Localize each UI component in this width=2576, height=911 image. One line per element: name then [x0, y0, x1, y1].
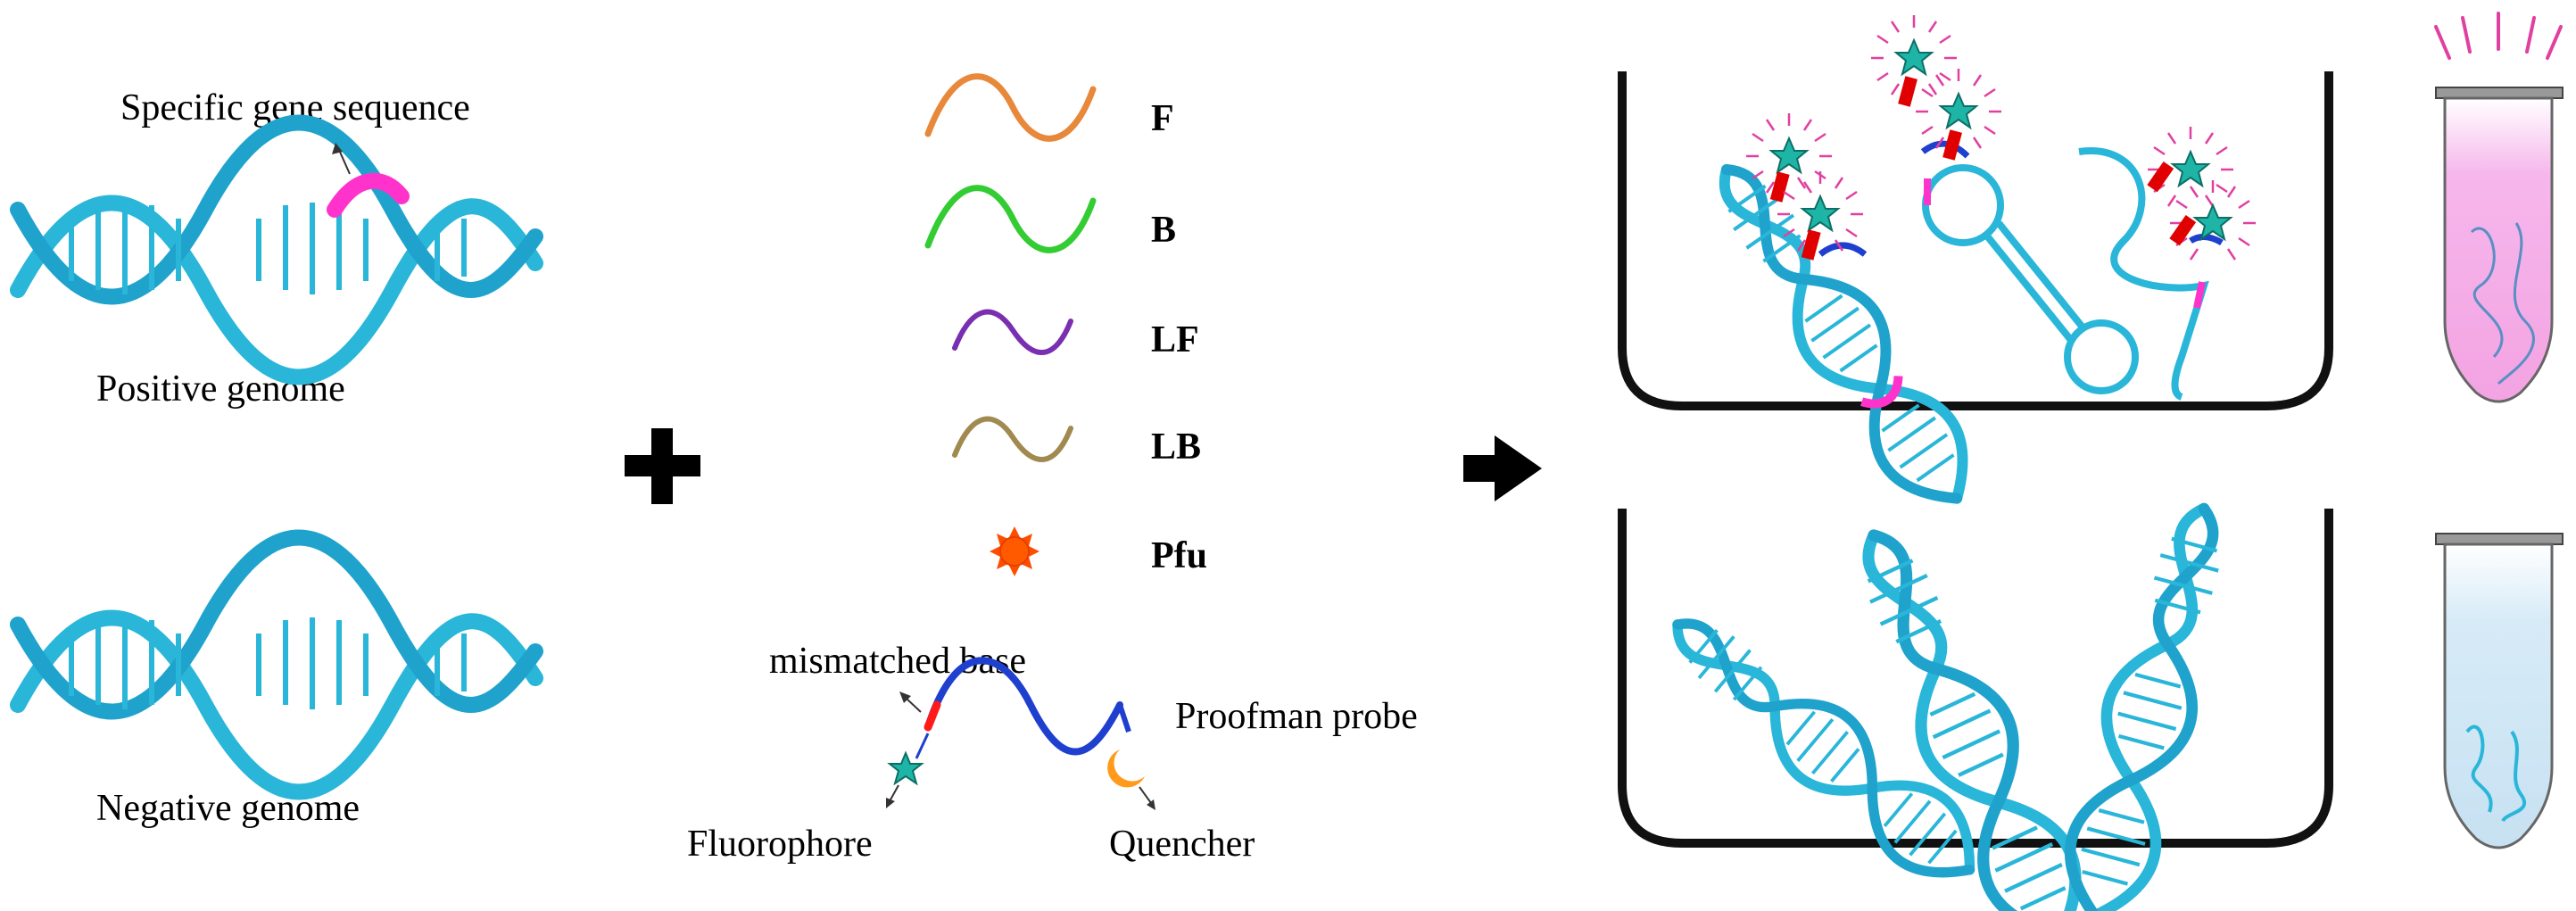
- released-fluorophore-3-icon: [1744, 112, 1834, 203]
- primer-lb-icon: [952, 416, 1073, 462]
- plus-icon: [625, 428, 700, 504]
- gene-pointer-arrow-icon: [332, 143, 351, 175]
- positive-dna-helix-icon: [1694, 146, 1990, 521]
- primer-lb-label: LB: [1151, 427, 1202, 468]
- probe-arc-icon: [1818, 242, 1868, 257]
- released-fluorophore-2-icon: [1914, 67, 2003, 161]
- positive-beaker-icon: [1618, 71, 2333, 410]
- primer-f-icon: [924, 73, 1097, 142]
- pfu-enzyme-icon: [990, 526, 1040, 576]
- fluorophore-label: Fluorophore: [687, 824, 873, 865]
- positive-genome-dna-icon: [18, 123, 535, 377]
- open-strand-icon: [2078, 147, 2224, 401]
- proofman-probe-label: Proofman probe: [1175, 696, 1418, 737]
- quencher-label: Quencher: [1109, 824, 1255, 865]
- negative-beaker-icon: [1618, 509, 2333, 848]
- star-fluorophore-icon: [886, 733, 930, 808]
- hairpin-loop-icon: [1920, 140, 2139, 394]
- quencher-moon-icon: [1107, 750, 1155, 810]
- primer-b-label: B: [1151, 210, 1177, 251]
- released-fluorophore-6-icon: [2168, 178, 2257, 261]
- proofman-probe-icon: [924, 657, 1131, 756]
- pfu-label: Pfu: [1151, 535, 1207, 576]
- mismatch-pointer-arrow-icon: [899, 692, 922, 713]
- positive-tube-icon: [2434, 12, 2564, 403]
- negative-tube-icon: [2435, 533, 2564, 849]
- negative-genome-dna-icon: [18, 538, 535, 792]
- released-fluorophore-5-icon: [2146, 125, 2235, 208]
- negative-dna-helix-3-icon: [2054, 498, 2245, 911]
- primer-lf-label: LF: [1151, 319, 1199, 360]
- released-fluorophore-1-icon: [1869, 13, 1959, 107]
- primer-f-label: F: [1151, 98, 1174, 139]
- primer-lf-icon: [952, 309, 1073, 355]
- right-arrow-icon: [1463, 435, 1542, 501]
- released-fluorophore-4-icon: [1776, 170, 1865, 261]
- primer-b-icon: [924, 185, 1097, 253]
